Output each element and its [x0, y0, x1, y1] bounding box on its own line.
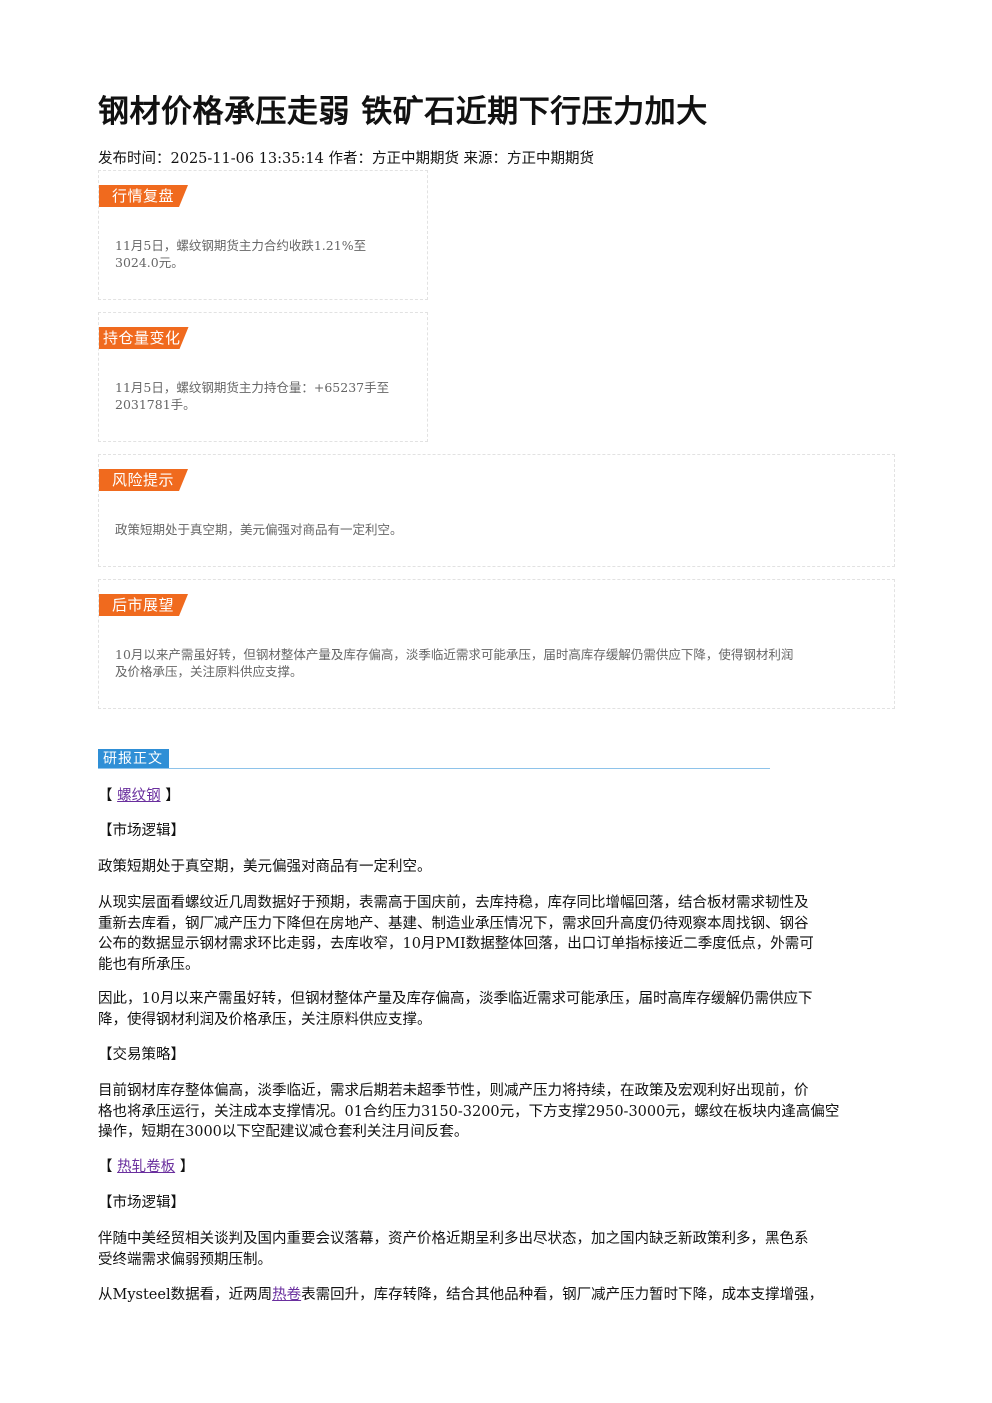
review-line-1: 11月5日，螺纹钢期货主力合约收跌1.21%至 — [115, 238, 367, 253]
position-text: 11月5日，螺纹钢期货主力持仓量：+65237手至 2031781手。 — [115, 379, 411, 413]
article-meta: 发布时间：2025-11-06 13:35:14 作者：方正中期期货 来源：方正… — [98, 151, 595, 167]
review-line-2: 3024.0元。 — [115, 255, 184, 270]
bracket-close: 】 — [165, 788, 180, 804]
text-line: 伴随中美经贸相关谈判及国内重要会议落幕，资产价格近期呈利多出尽状态，加之国内缺乏… — [98, 1231, 809, 1247]
outlook-line-2: 及价格承压，关注原料供应支撑。 — [115, 664, 303, 679]
risk-box: 风险提示 政策短期处于真空期，美元偏强对商品有一定利空。 — [98, 454, 895, 567]
hrc-link[interactable]: 热轧卷板 — [117, 1159, 176, 1175]
text-line: 公布的数据显示钢材需求环比走弱，去库收窄，10月PMI数据整体回落，出口订单指标… — [98, 936, 814, 952]
review-box: 行情复盘 11月5日，螺纹钢期货主力合约收跌1.21%至 3024.0元。 — [98, 170, 428, 300]
hrc-heading: 【 热轧卷板 】 — [98, 1157, 888, 1178]
text-line: 因此，10月以来产需虽好转，但钢材整体产量及库存偏高，淡季临近需求可能承压，届时… — [98, 991, 813, 1007]
text-segment: 表需回升，库存转降，结合其他品种看，钢厂减产压力暂时下降，成本支撑增强， — [301, 1287, 824, 1303]
position-line-2: 2031781手。 — [115, 397, 196, 412]
text-line: 目前钢材库存整体偏高，淡季临近，需求后期若未超季节性，则减产压力将持续，在政策及… — [98, 1083, 809, 1099]
article-title: 钢材价格承压走弱 铁矿石近期下行压力加大 — [98, 94, 708, 130]
rebar-paragraph-3: 因此，10月以来产需虽好转，但钢材整体产量及库存偏高，淡季临近需求可能承压，届时… — [98, 989, 888, 1030]
outlook-box: 后市展望 10月以来产需虽好转，但钢材整体产量及库存偏高，淡季临近需求可能承压，… — [98, 579, 895, 709]
text-line: 降，使得钢材利润及价格承压，关注原料供应支撑。 — [98, 1011, 432, 1028]
review-text: 11月5日，螺纹钢期货主力合约收跌1.21%至 3024.0元。 — [115, 237, 411, 271]
text-line: 格也将承压运行，关注成本支撑情况。01合约压力3150-3200元，下方支撑29… — [98, 1103, 840, 1120]
text-segment: 从Mysteel数据看，近两周 — [98, 1287, 273, 1303]
rebar-paragraph-4: 目前钢材库存整体偏高，淡季临近，需求后期若未超季节性，则减产压力将持续，在政策及… — [98, 1081, 888, 1143]
report-section-divider — [98, 768, 770, 769]
report-section-tag: 研报正文 — [98, 749, 169, 769]
outlook-tag: 后市展望 — [99, 594, 188, 616]
rebar-strategy-heading: 【交易策略】 — [98, 1047, 185, 1063]
outlook-line-1: 10月以来产需虽好转，但钢材整体产量及库存偏高，淡季临近需求可能承压，届时高库存… — [115, 647, 794, 662]
outlook-text: 10月以来产需虽好转，但钢材整体产量及库存偏高，淡季临近需求可能承压，届时高库存… — [115, 646, 878, 680]
rebar-paragraph-1: 政策短期处于真空期，美元偏强对商品有一定利空。 — [98, 859, 432, 875]
risk-line-1: 政策短期处于真空期，美元偏强对商品有一定利空。 — [115, 522, 403, 537]
hrc-logic-heading: 【市场逻辑】 — [98, 1195, 185, 1211]
text-line: 从现实层面看螺纹近几周数据好于预期，表需高于国庆前，去库持稳，库存同比增幅回落，… — [98, 895, 809, 911]
review-tag: 行情复盘 — [99, 185, 188, 207]
rebar-paragraph-2: 从现实层面看螺纹近几周数据好于预期，表需高于国庆前，去库持稳，库存同比增幅回落，… — [98, 893, 888, 975]
position-box: 持仓量变化 11月5日，螺纹钢期货主力持仓量：+65237手至 2031781手… — [98, 312, 428, 442]
bracket-open: 【 — [98, 788, 113, 804]
rebar-heading: 【 螺纹钢 】 — [98, 786, 888, 807]
rebar-logic-heading: 【市场逻辑】 — [98, 823, 185, 839]
hrc-paragraph-1: 伴随中美经贸相关谈判及国内重要会议落幕，资产价格近期呈利多出尽状态，加之国内缺乏… — [98, 1229, 888, 1270]
report-section-header: 研报正文 — [98, 749, 770, 771]
text-line: 重新去库看，钢厂减产压力下降但在房地产、基建、制造业承压情况下，需求回升高度仍待… — [98, 915, 809, 932]
risk-tag: 风险提示 — [99, 469, 188, 491]
text-line: 操作，短期在3000以下空配建议减仓套利关注月间反套。 — [98, 1124, 469, 1140]
text-line: 能也有所承压。 — [98, 956, 200, 973]
bracket-open: 【 — [98, 1159, 113, 1175]
rebar-link[interactable]: 螺纹钢 — [117, 788, 161, 804]
bracket-close: 】 — [179, 1159, 195, 1175]
hrc-short-link[interactable]: 热卷 — [272, 1287, 302, 1303]
hrc-paragraph-2: 从Mysteel数据看，近两周热卷表需回升，库存转降，结合其他品种看，钢厂减产压… — [98, 1285, 888, 1306]
position-tag: 持仓量变化 — [99, 327, 189, 349]
text-line: 受终端需求偏弱预期压制。 — [98, 1251, 272, 1268]
risk-text: 政策短期处于真空期，美元偏强对商品有一定利空。 — [115, 521, 878, 538]
position-line-1: 11月5日，螺纹钢期货主力持仓量：+65237手至 — [115, 380, 390, 395]
